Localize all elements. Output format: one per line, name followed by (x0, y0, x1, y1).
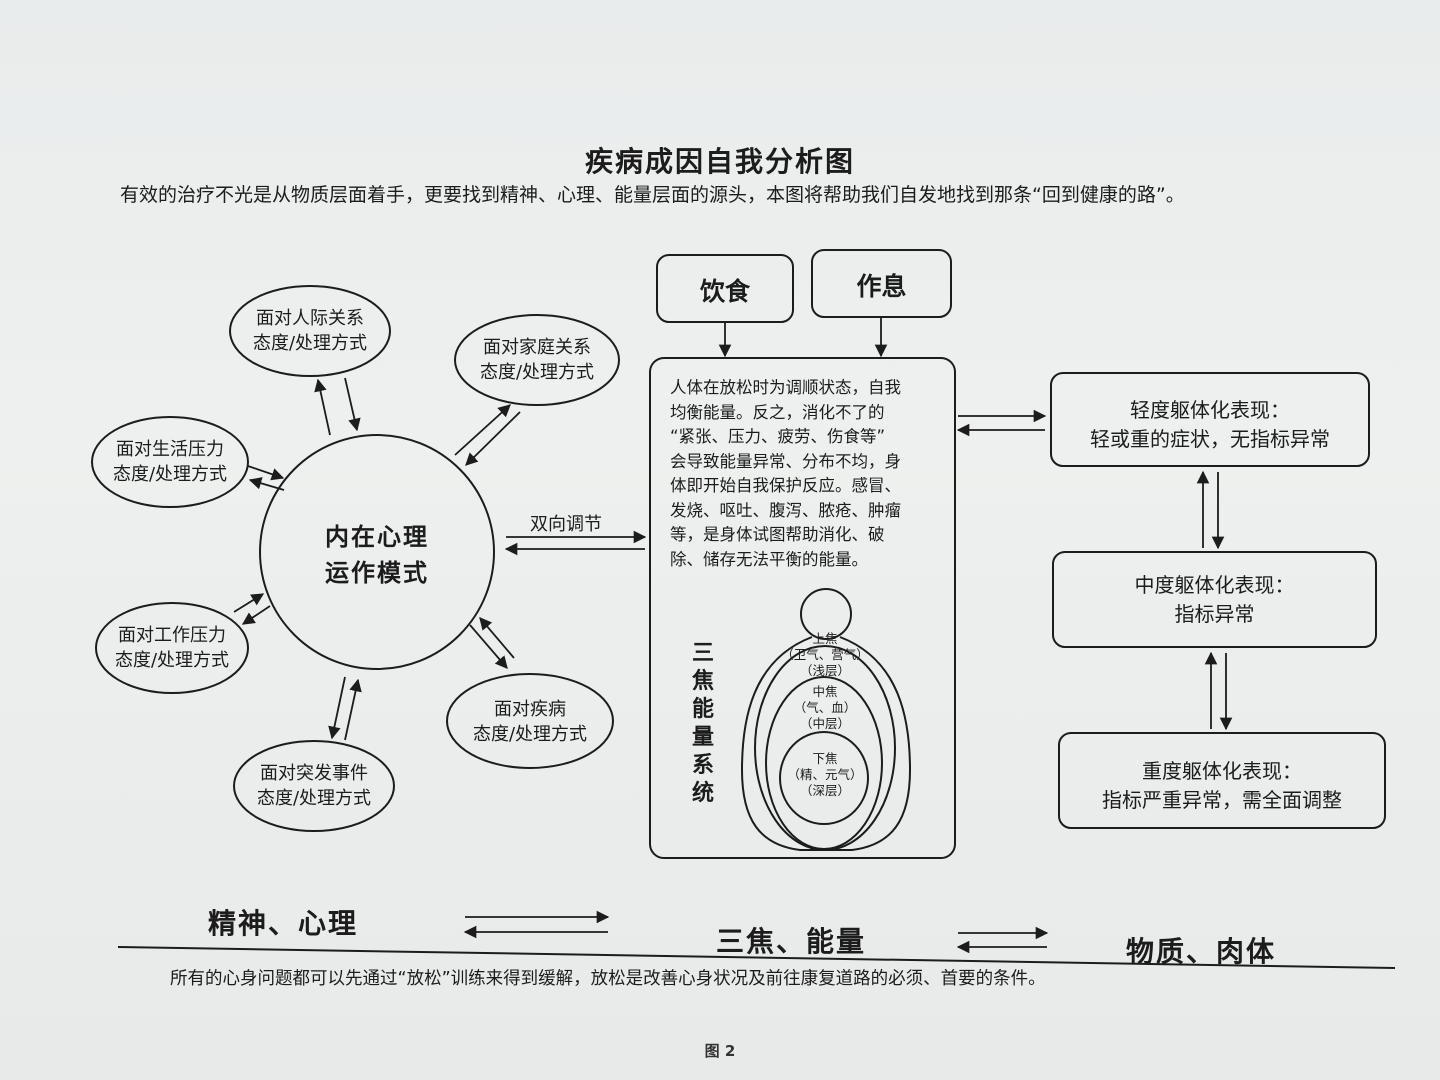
arrow-work-circle (233, 593, 265, 613)
figure-middle-line-1: 中焦 (812, 684, 838, 699)
figure-layer-middle (765, 676, 883, 850)
oval-disease-line2: 态度/处理方式 (472, 724, 588, 745)
figure-upper-line-2: （卫气、营气） (781, 647, 869, 662)
arrow-life-circle (247, 465, 285, 481)
mild-line1: 轻度躯体化表现： (1130, 398, 1290, 422)
bottom-word-energy: 三焦、能量 (716, 925, 867, 958)
middle-paragraph-line-1: 人体在放松时为调顺状态，自我 (670, 378, 901, 397)
oval-disease-label: 面对疾病 态度/处理方式 (454, 697, 606, 747)
arrow-circle-family (454, 404, 511, 456)
mild-line2: 轻或重的症状，无指标异常 (1090, 427, 1330, 451)
oval-life-pressure (91, 416, 249, 508)
center-line-2: 运作模式 (325, 559, 429, 587)
figure-head (800, 588, 852, 640)
oval-interpersonal-label: 面对人际关系 态度/处理方式 (236, 306, 384, 356)
oval-disease-line1: 面对疾病 (494, 699, 566, 720)
bottom-word-body: 物质、肉体 (1126, 935, 1277, 968)
moderate-label: 中度躯体化表现： 指标异常 (1053, 571, 1376, 629)
arrow-family-circle (465, 411, 521, 466)
middle-paragraph-line-7: 等，是身体试图帮助消化、破 (670, 525, 885, 544)
diagram-title: 疾病成因自我分析图 (584, 145, 855, 178)
figure-lower-label: 下焦（精、元气）（深层） (765, 751, 885, 799)
sanjiao-char-5: 系 (691, 753, 714, 778)
sanjiao-char-4: 量 (691, 725, 714, 750)
middle-paragraph-line-8: 除、储存无法平衡的能量。 (670, 549, 868, 569)
middle-paragraph-line-2: 均衡能量。反之，消化不了的 (670, 402, 885, 422)
figure-middle-line-3: （中层） (799, 716, 850, 731)
figure-number: 图 2 (704, 1042, 736, 1060)
oval-life-pressure-label: 面对生活压力 态度/处理方式 (97, 437, 243, 487)
oval-life-line2: 态度/处理方式 (112, 464, 228, 485)
severe-line2: 指标严重异常，需全面调整 (1102, 788, 1342, 812)
middle-paragraph-line-3: “紧张、压力、疲劳、伤食等” (670, 427, 886, 446)
center-circle-label: 内在心理 运作模式 (300, 519, 454, 591)
figure-lower-line-2: （精、元气） (787, 767, 863, 782)
moderate-line2: 指标异常 (1174, 602, 1255, 626)
severe-label: 重度躯体化表现： 指标严重异常，需全面调整 (1059, 757, 1385, 815)
oval-work-line2: 态度/处理方式 (114, 650, 230, 671)
figure-upper-line-1: 上焦 (812, 631, 838, 646)
diet-label: 饮食 (699, 277, 750, 306)
footer-note: 所有的心身问题都可以先通过“放松”训练来得到缓解，放松是改善心身状况及前往康复道… (170, 969, 1046, 989)
sanjiao-char-3: 能 (691, 697, 714, 722)
mild-label: 轻度躯体化表现： 轻或重的症状，无指标异常 (1051, 396, 1369, 454)
bidirectional-label: 双向调节 (530, 514, 602, 535)
arrow-disease-circle (479, 617, 515, 659)
figure-lower-line-1: 下焦 (812, 751, 838, 766)
severe-box (1058, 732, 1386, 829)
oval-family (454, 314, 620, 406)
oval-family-line2: 态度/处理方式 (479, 362, 595, 383)
oval-life-line1: 面对生活压力 (116, 439, 224, 460)
middle-paragraph: 人体在放松时为调顺状态，自我均衡能量。反之，消化不了的 “紧张、压力、疲劳、伤食等… (670, 376, 950, 572)
oval-interpersonal (229, 285, 391, 377)
oval-work-pressure (95, 602, 249, 694)
oval-work-line1: 面对工作压力 (118, 625, 226, 646)
oval-interpersonal-line2: 态度/处理方式 (252, 333, 368, 354)
oval-disease (446, 673, 614, 769)
middle-paragraph-line-4: 会导致能量异常、分布不均，身 (670, 451, 901, 471)
moderate-box (1052, 551, 1377, 648)
footer-rule (117, 946, 1396, 969)
sanjiao-char-1: 三 (691, 641, 714, 666)
figure-upper-label: 上焦（卫气、营气）（浅层） (765, 631, 885, 679)
rest-label: 作息 (856, 272, 907, 301)
arrow-circle-interpersonal (314, 378, 331, 436)
center-line-1: 内在心理 (325, 523, 429, 551)
figure-upper-line-3: （浅层） (799, 663, 850, 678)
oval-family-label: 面对家庭关系 态度/处理方式 (462, 335, 612, 385)
oval-work-pressure-label: 面对工作压力 态度/处理方式 (100, 623, 244, 673)
arrow-emergency-circle (344, 678, 362, 741)
oval-emergency-label: 面对突发事件 态度/处理方式 (240, 761, 388, 811)
figure-layer-lower (779, 731, 869, 825)
severe-line1: 重度躯体化表现： (1142, 759, 1302, 783)
middle-paragraph-line-5: 体即开始自我保护反应。感冒、 (670, 476, 901, 495)
sanjiao-label: 三焦能量系统 (688, 640, 718, 808)
figure-layer-upper (754, 645, 896, 851)
middle-paragraph-line-6: 发烧、呕吐、腹泻、脓疮、肿瘤 (670, 500, 901, 520)
oval-emergency (233, 740, 395, 832)
arrow-interpersonal-circle (344, 377, 361, 432)
oval-emergency-line1: 面对突发事件 (260, 763, 368, 784)
arrow-circle-life (248, 477, 285, 491)
arrow-circle-disease (469, 624, 508, 669)
figure-middle-line-2: （气、血） (793, 700, 857, 715)
arrow-circle-emergency (328, 676, 346, 740)
mild-box (1050, 372, 1370, 467)
bottom-word-mind: 精神、心理 (208, 907, 359, 940)
oval-emergency-line2: 态度/处理方式 (256, 788, 372, 809)
diagram-subtitle: 有效的治疗不光是从物质层面着手，更要找到精神、心理、能量层面的源头，本图将帮助我… (120, 184, 1185, 206)
figure-middle-label: 中焦（气、血）（中层） (765, 684, 885, 732)
sanjiao-char-6: 统 (691, 781, 714, 806)
arrow-circle-work (241, 605, 271, 625)
middle-box (649, 357, 956, 859)
moderate-line1: 中度躯体化表现： (1134, 573, 1295, 597)
center-circle (259, 434, 495, 670)
oval-family-line1: 面对家庭关系 (483, 337, 591, 358)
sanjiao-char-2: 焦 (691, 669, 714, 694)
oval-interpersonal-line1: 面对人际关系 (256, 308, 364, 329)
figure-lower-line-3: （深层） (799, 783, 850, 798)
